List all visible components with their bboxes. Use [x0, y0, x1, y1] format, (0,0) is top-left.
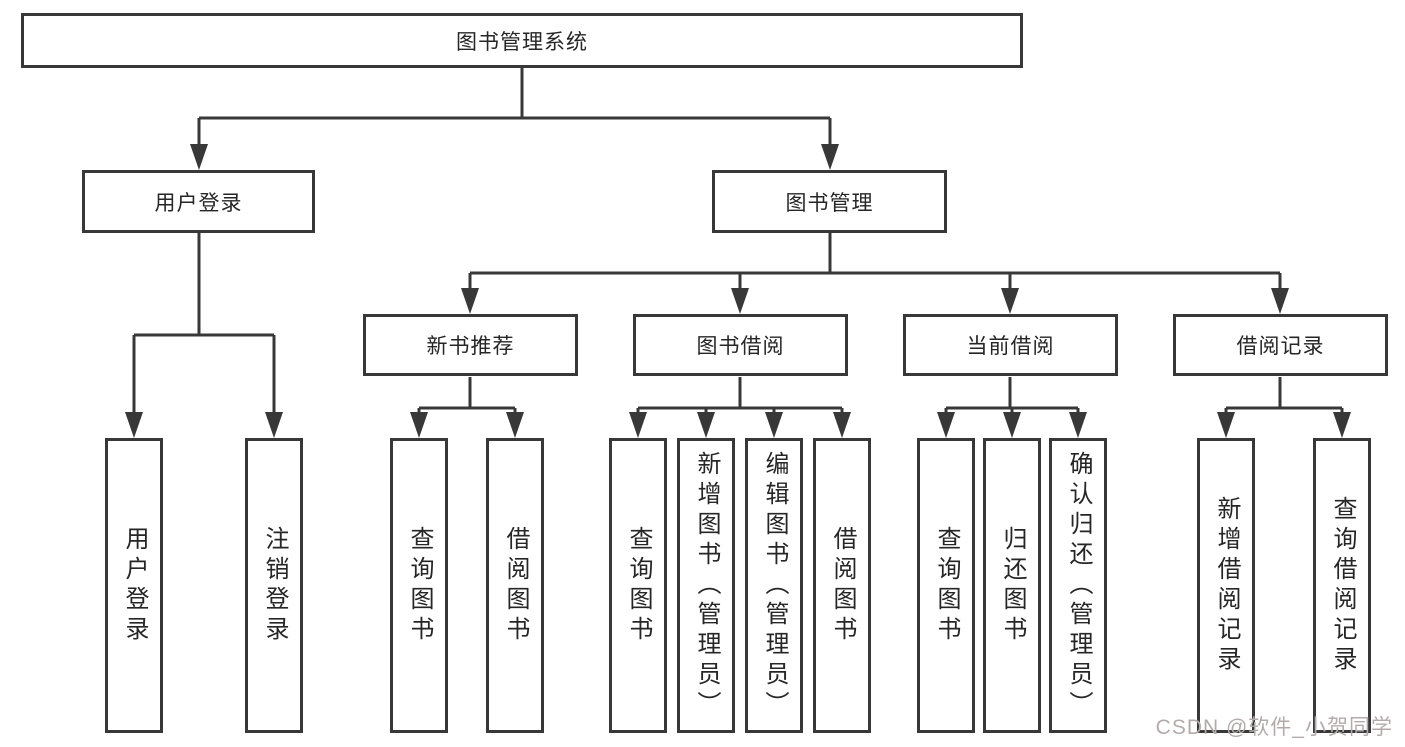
leaf-query-books-recommend: 查询图书: [390, 438, 448, 733]
leaf-query-books-borrowing: 查询图书: [609, 438, 667, 733]
arrowheads: [125, 144, 1351, 438]
node-library-management-system: 图书管理系统: [21, 13, 1023, 68]
leaf-confirm-return-admin: 确认归还（管理员）: [1049, 438, 1107, 733]
leaf-query-books-recommend-label: 查询图书: [406, 525, 433, 646]
leaf-add-borrow-record: 新增借阅记录: [1197, 438, 1255, 733]
leaf-borrow-books: 借阅图书: [813, 438, 871, 733]
leaf-user-login-label: 用户登录: [121, 525, 148, 646]
node-book-management: 图书管理: [712, 170, 947, 233]
leaf-return-books: 归还图书: [983, 438, 1041, 733]
leaf-user-login: 用户登录: [105, 438, 163, 733]
leaf-borrow-books-recommend: 借阅图书: [486, 438, 544, 733]
leaf-borrow-books-label: 借阅图书: [829, 525, 856, 646]
node-user-login: 用户登录: [82, 170, 315, 233]
leaf-confirm-return-admin-label: 确认归还（管理员）: [1065, 450, 1092, 721]
leaf-logout: 注销登录: [245, 438, 303, 733]
node-book-borrowing: 图书借阅: [633, 314, 848, 376]
leaf-return-books-label: 归还图书: [999, 525, 1026, 646]
watermark-text: CSDN @软件_小贺同学: [1155, 716, 1393, 739]
node-current-borrowing: 当前借阅: [903, 314, 1118, 376]
leaf-add-book-admin-label: 新增图书（管理员）: [693, 450, 720, 721]
leaf-logout-label: 注销登录: [261, 525, 288, 646]
leaf-borrow-books-recommend-label: 借阅图书: [502, 525, 529, 646]
node-borrowing-records: 借阅记录: [1173, 314, 1388, 376]
leaf-edit-book-admin-label: 编辑图书（管理员）: [761, 450, 788, 721]
leaf-edit-book-admin: 编辑图书（管理员）: [745, 438, 803, 733]
leaf-query-books-borrowing-label: 查询图书: [625, 525, 652, 646]
node-new-book-recommendation: 新书推荐: [363, 314, 578, 376]
leaf-add-book-admin: 新增图书（管理员）: [677, 438, 735, 733]
leaf-query-books-current: 查询图书: [917, 438, 975, 733]
leaf-query-borrow-record: 查询借阅记录: [1313, 438, 1371, 733]
leaf-query-borrow-record-label: 查询借阅记录: [1329, 495, 1356, 676]
leaf-query-books-current-label: 查询图书: [933, 525, 960, 646]
leaf-add-borrow-record-label: 新增借阅记录: [1213, 495, 1240, 676]
